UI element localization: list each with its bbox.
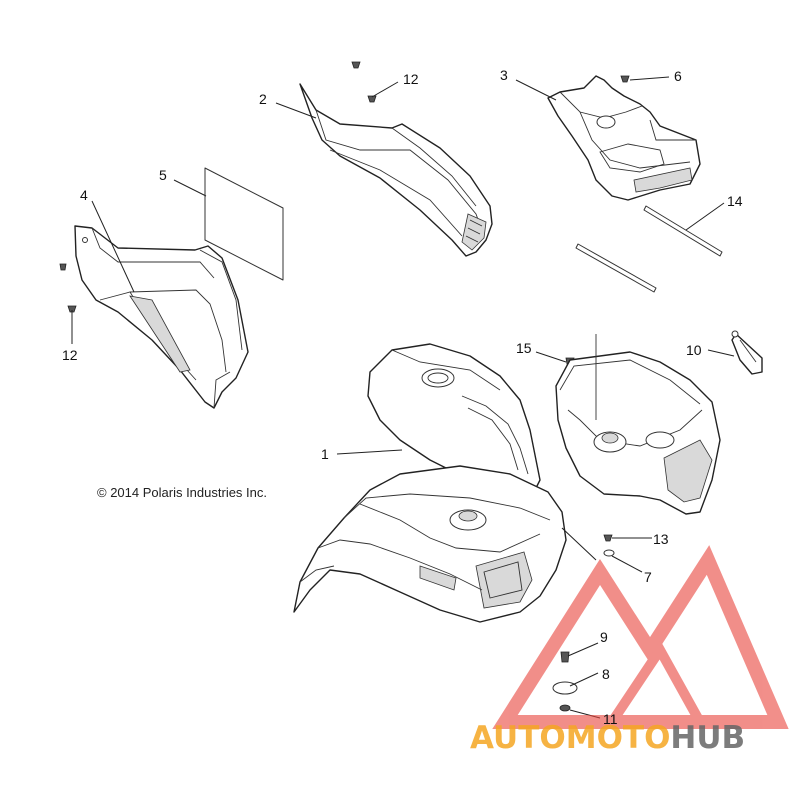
leader-7 bbox=[611, 555, 643, 573]
part-12-fastener-top bbox=[351, 61, 377, 103]
callout-14: 14 bbox=[727, 193, 743, 209]
watermark-text-hub: HUB bbox=[670, 720, 745, 756]
part-6-fastener bbox=[620, 75, 630, 83]
leader-lines bbox=[71, 76, 735, 719]
callout-4: 4 bbox=[80, 187, 88, 203]
leader-1 bbox=[336, 449, 403, 455]
callout-12-top: 12 bbox=[403, 71, 419, 87]
watermark-triangle bbox=[492, 545, 789, 729]
part-12-fastener-left bbox=[59, 263, 77, 313]
leader-3 bbox=[515, 79, 557, 101]
part-2-side-panel bbox=[299, 83, 493, 257]
callout-2: 2 bbox=[259, 91, 267, 107]
callout-15: 15 bbox=[516, 340, 532, 356]
callout-8: 8 bbox=[602, 666, 610, 682]
leader-9 bbox=[567, 642, 599, 657]
leader-14 bbox=[685, 202, 725, 231]
callout-3: 3 bbox=[500, 67, 508, 83]
callout-1: 1 bbox=[321, 446, 329, 462]
callout-7: 7 bbox=[644, 569, 652, 585]
watermark-text-moto: MOTO bbox=[566, 720, 671, 756]
leader-5 bbox=[173, 179, 207, 197]
leader-8 bbox=[569, 672, 599, 687]
watermark-logo bbox=[492, 545, 789, 729]
leader-2 bbox=[275, 102, 317, 119]
watermark-triangle-inner bbox=[602, 640, 709, 727]
part-4-side-panel bbox=[74, 225, 249, 409]
part-5-panel bbox=[204, 167, 284, 281]
leader-10 bbox=[707, 349, 735, 357]
part-3-storage-tray bbox=[547, 75, 701, 201]
part-14-rods bbox=[575, 205, 723, 293]
callout-13: 13 bbox=[653, 531, 669, 547]
callout-5: 5 bbox=[159, 167, 167, 183]
callout-12-bottom: 12 bbox=[62, 347, 78, 363]
callout-11: 11 bbox=[603, 711, 618, 727]
part-10-strap bbox=[731, 330, 763, 375]
callout-labels: 1 2 3 4 5 6 7 8 9 10 11 12 12 13 14 15 bbox=[62, 67, 743, 727]
callout-6: 6 bbox=[674, 68, 682, 84]
callout-9: 9 bbox=[600, 629, 608, 645]
part-1-front-cab bbox=[293, 334, 721, 623]
copyright-notice: © 2014 Polaris Industries Inc. bbox=[97, 485, 267, 500]
leader-6 bbox=[629, 76, 670, 81]
leader-15 bbox=[535, 351, 567, 363]
callout-10: 10 bbox=[686, 342, 702, 358]
leader-1-tab bbox=[561, 527, 597, 561]
watermark-text-auto: AUTO bbox=[470, 720, 566, 756]
watermark-text: AUTOMOTOHUB bbox=[470, 720, 745, 756]
leader-12-top bbox=[371, 81, 399, 98]
leader-4 bbox=[91, 200, 135, 293]
